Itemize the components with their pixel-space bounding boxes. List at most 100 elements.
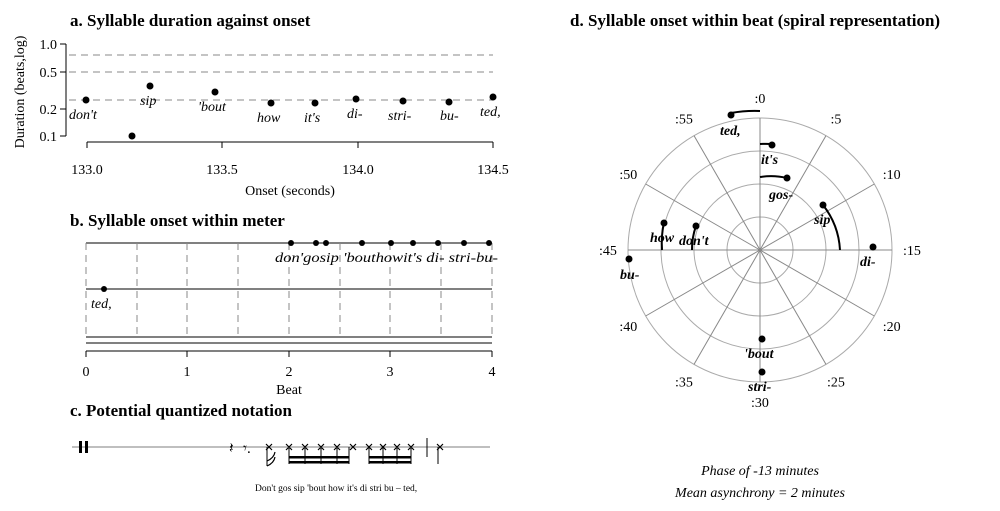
spiral-spoke (759, 249, 827, 365)
note-flag (266, 451, 276, 467)
panel-a-y-tick-label: 0.1 (40, 130, 58, 145)
spiral-angle-label: :55 (675, 112, 693, 127)
panel-a-points (82, 82, 497, 140)
spiral-point (758, 335, 766, 343)
spiral-arc (759, 175, 788, 179)
eighth-rest: 𝄾. (243, 441, 251, 457)
spiral-spoke (645, 249, 761, 317)
quarter-rest: 𝄽 (229, 441, 234, 457)
spiral-point-label: 'bout (744, 347, 775, 362)
panel-a-point-label: bu- (440, 109, 459, 124)
panel-b-point (388, 240, 394, 246)
panel-b-point (435, 240, 441, 246)
panel-a-point-label: it's (304, 111, 321, 126)
spiral-point-label: how (650, 231, 675, 246)
panel-b-point (288, 240, 294, 246)
panel-a-title: a. Syllable duration against onset (70, 11, 311, 30)
spiral-spoke (759, 183, 875, 251)
panel-a-x-tick-label: 133.0 (71, 163, 103, 178)
notation-lyrics: Don't gos sip 'bout how it's di stri bu … (255, 484, 417, 494)
panel-a-y-tick-label: 0.5 (40, 66, 58, 81)
panel-a-x-label: Onset (seconds) (245, 184, 335, 199)
panel-b-point-label: ted, (91, 297, 112, 312)
panel-b-syllable-labels: don'gosip 'bouthowit's di- stri-bu- (275, 251, 498, 266)
spiral-points (625, 111, 877, 376)
spiral-angle-label: :20 (883, 320, 901, 335)
note-group-1 (265, 443, 276, 467)
spiral-point-label: stri- (747, 380, 772, 395)
spiral-point (869, 243, 877, 251)
spiral-caption-phase: Phase of -13 minutes (700, 464, 819, 479)
spiral-point-label: it's (761, 153, 779, 168)
spiral-point-label: di- (860, 255, 876, 270)
panel-b-point (410, 240, 416, 246)
panel-b-grid (85, 243, 493, 337)
panel-b-point (101, 286, 107, 292)
note-group-3 (365, 443, 415, 464)
spiral-angle-label: :40 (619, 320, 637, 335)
spiral-point-label: don't (679, 234, 710, 249)
panel-b-point (313, 240, 319, 246)
panel-a-y-label: Duration (beats,log) (13, 35, 28, 148)
spiral-point-label: sip (813, 213, 830, 228)
spiral-spoke (645, 183, 761, 251)
note-group-2 (285, 443, 357, 464)
panel-b-x-label: Beat (276, 383, 302, 398)
note-beam (369, 461, 411, 464)
panel-a-point (82, 96, 90, 104)
spiral-angle-label: :35 (675, 376, 693, 391)
spiral-angle-label: :5 (831, 112, 842, 127)
panel-a-point (267, 99, 275, 107)
panel-b-x-tick-label: 2 (286, 365, 293, 380)
panel-a-point (128, 132, 136, 140)
panel-b-x-tick-label: 4 (489, 365, 496, 380)
panel-a-point-label: di- (347, 107, 363, 122)
panel-b-point (461, 240, 467, 246)
panel-a: a. Syllable duration against onset 1.0 0… (13, 11, 509, 199)
panel-d: d. Syllable onset within beat (spiral re… (570, 11, 940, 501)
spiral-angle-label: :45 (599, 244, 617, 259)
panel-b-points (101, 240, 492, 292)
spiral-spoke (759, 249, 875, 317)
panel-a-x-tick-label: 133.5 (206, 163, 238, 178)
panel-c: c. Potential quantized notation 𝄽 𝄾. (70, 401, 490, 494)
spiral-point (819, 201, 827, 209)
panel-b-point (323, 240, 329, 246)
spiral-arcs (660, 109, 841, 251)
spiral-angle-label: :10 (883, 168, 901, 183)
panel-b-x-tick-label: 0 (83, 365, 90, 380)
spiral-point (758, 368, 766, 376)
spiral-point-label: gos- (768, 188, 793, 203)
panel-c-title: c. Potential quantized notation (70, 401, 292, 420)
spiral-caption-asynchrony: Mean asynchrony = 2 minutes (674, 486, 845, 501)
panel-a-point (146, 82, 154, 90)
panel-b: b. Syllable onset within meter 0 1 2 3 4… (70, 211, 498, 398)
percussion-clef (79, 441, 82, 453)
panel-a-y-tick-label: 0.2 (40, 103, 58, 118)
panel-a-y-tick-label: 1.0 (40, 38, 58, 53)
panel-a-point-label: sip (140, 94, 156, 109)
panel-a-point (445, 98, 453, 106)
panel-a-point-label: 'bout (198, 100, 227, 115)
panel-a-point-label: ted, (480, 105, 501, 120)
panel-b-x-tick-label: 1 (184, 365, 191, 380)
panel-a-point (211, 88, 219, 96)
spiral-angle-label: :25 (827, 376, 845, 391)
spiral-point-label: bu- (620, 268, 640, 283)
note-beam (369, 456, 411, 459)
panel-b-title: b. Syllable onset within meter (70, 211, 285, 230)
spiral-point (768, 141, 776, 149)
panel-a-x-tick-label: 134.0 (342, 163, 374, 178)
note-head (349, 443, 357, 451)
spiral-angle-label: :15 (903, 244, 921, 259)
panel-a-point (352, 95, 360, 103)
spiral-point (783, 174, 791, 182)
spiral-arc (822, 204, 841, 251)
spiral-spoke (693, 249, 761, 365)
panel-d-title: d. Syllable onset within beat (spiral re… (570, 11, 940, 30)
panel-b-point (486, 240, 492, 246)
spiral-arc (730, 109, 761, 114)
spiral-spoke (693, 135, 761, 251)
panel-a-point-label: how (257, 111, 281, 126)
spiral-spoke (759, 135, 827, 251)
